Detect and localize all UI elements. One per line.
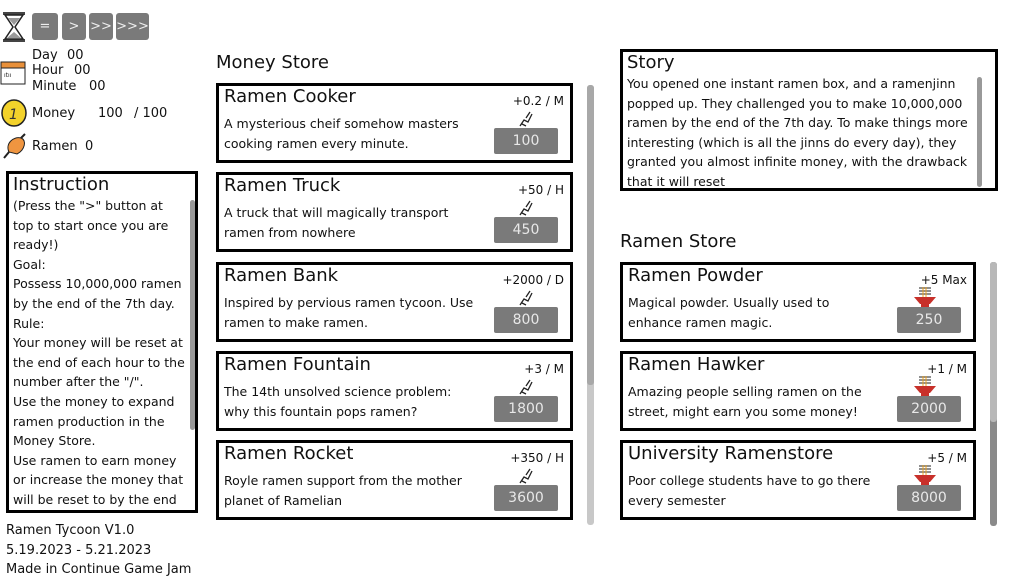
ramen-store-title: Ramen Store xyxy=(620,231,737,252)
instruction-line: Your money will be reset at the end of e… xyxy=(13,335,185,390)
fast-forward-button[interactable]: >> xyxy=(89,13,113,40)
item-rate: +3 / M xyxy=(524,362,564,376)
ramen-store-item-card: University Ramenstore +5 / M Poor colleg… xyxy=(620,440,976,520)
money-label: Money xyxy=(32,106,76,121)
day-label: Day xyxy=(32,48,58,63)
minute-value: 00 xyxy=(89,79,106,94)
pause-button[interactable]: = xyxy=(32,13,58,40)
money-max: / 100 xyxy=(134,106,168,121)
story-text: You opened one instant ramen box, and a … xyxy=(627,76,968,189)
item-description: Amazing people selling ramen on the stre… xyxy=(628,384,862,419)
chef-icon xyxy=(516,110,536,128)
hourglass-icon xyxy=(3,12,25,42)
hour-label: Hour xyxy=(32,63,64,78)
story-title: Story xyxy=(627,52,675,73)
buy-button[interactable]: 250 xyxy=(897,307,961,333)
item-description: Magical powder. Usually used to enhance … xyxy=(628,295,830,330)
instruction-line: Use ramen to earn money or increase the … xyxy=(13,452,184,507)
chef-icon xyxy=(516,467,536,485)
buy-button[interactable]: 3600 xyxy=(494,485,558,511)
calendar-icon: ıtıı xyxy=(0,61,26,85)
instruction-line: Rule: xyxy=(13,315,45,331)
ramen-bowl-icon xyxy=(913,376,937,398)
item-description: The 14th unsolved science problem: why t… xyxy=(224,384,452,419)
item-name: Ramen Rocket xyxy=(224,443,354,464)
ramen-store-scroll-thumb[interactable] xyxy=(990,262,997,422)
ramen-meat-icon xyxy=(3,133,26,159)
item-name: University Ramenstore xyxy=(628,443,834,464)
buy-button[interactable]: 450 xyxy=(494,217,558,243)
version-text: Ramen Tycoon V1.0 xyxy=(6,523,135,538)
coin-icon: 1 xyxy=(1,99,27,127)
item-description: Royle ramen support from the mother plan… xyxy=(224,473,462,508)
item-description: Poor college students have to go there e… xyxy=(628,473,871,508)
credit-text: Made in Continue Game Jam xyxy=(6,562,192,577)
instruction-line: Possess 10,000,000 ramen by the end of t… xyxy=(13,276,182,311)
item-name: Ramen Powder xyxy=(628,265,763,286)
hour-value: 00 xyxy=(74,63,91,78)
dates-text: 5.19.2023 - 5.21.2023 xyxy=(6,543,152,558)
buy-button[interactable]: 100 xyxy=(494,128,558,154)
money-store-item-card: Ramen Truck +50 / H A truck that will ma… xyxy=(216,172,573,252)
day-value: 00 xyxy=(67,48,84,63)
item-name: Ramen Truck xyxy=(224,175,341,196)
money-store-item-card: Ramen Rocket +350 / H Royle ramen suppor… xyxy=(216,440,573,520)
money-store-item-card: Ramen Bank +2000 / D Inspired by perviou… xyxy=(216,262,573,342)
item-description: A mysterious cheif somehow masters cooki… xyxy=(224,116,459,151)
story-scrollbar[interactable] xyxy=(977,77,982,187)
instruction-panel: Instruction (Press the ">" button at top… xyxy=(6,171,198,513)
instruction-line: Use the money to expand ramen production… xyxy=(13,393,175,449)
item-rate: +5 Max xyxy=(920,273,967,287)
buy-button[interactable]: 2000 xyxy=(897,396,961,422)
ramen-label: Ramen xyxy=(32,139,78,154)
item-rate: +5 / M xyxy=(927,451,967,465)
story-panel: Story You opened one instant ramen box, … xyxy=(620,49,998,191)
buy-button[interactable]: 1800 xyxy=(494,396,558,422)
money-store-item-card: Ramen Cooker +0.2 / M A mysterious cheif… xyxy=(216,83,573,163)
instruction-line: Goal: xyxy=(13,256,46,272)
buy-button[interactable]: 800 xyxy=(494,307,558,333)
buy-button[interactable]: 8000 xyxy=(897,485,961,511)
instruction-text: (Press the ">" button at top to start on… xyxy=(9,196,195,510)
ramen-bowl-icon xyxy=(913,287,937,309)
money-value: 100 xyxy=(98,106,123,121)
money-store-item-card: Ramen Fountain +3 / M The 14th unsolved … xyxy=(216,351,573,431)
instruction-scrollbar[interactable] xyxy=(190,200,195,430)
ramen-store-item-card: Ramen Hawker +1 / M Amazing people selli… xyxy=(620,351,976,431)
item-name: Ramen Bank xyxy=(224,265,339,286)
item-rate: +50 / H xyxy=(517,183,564,197)
chef-icon xyxy=(516,199,536,217)
item-description: Inspired by pervious ramen tycoon. Use r… xyxy=(224,295,474,330)
ramen-value: 0 xyxy=(85,139,94,154)
fastest-button[interactable]: >>> xyxy=(116,13,149,40)
item-description: A truck that will magically transport ra… xyxy=(224,205,449,240)
svg-text:ıtıı: ıtıı xyxy=(4,72,12,79)
item-name: Ramen Hawker xyxy=(628,354,765,375)
item-rate: +0.2 / M xyxy=(512,94,564,108)
item-rate: +350 / H xyxy=(510,451,564,465)
chef-icon xyxy=(516,378,536,396)
item-name: Ramen Cooker xyxy=(224,86,356,107)
minute-label: Minute xyxy=(32,79,77,94)
item-rate: +2000 / D xyxy=(502,273,564,287)
item-rate: +1 / M xyxy=(927,362,967,376)
instruction-title: Instruction xyxy=(13,174,110,195)
item-name: Ramen Fountain xyxy=(224,354,371,375)
chef-icon xyxy=(516,289,536,307)
svg-text:1: 1 xyxy=(9,107,18,123)
money-store-title: Money Store xyxy=(216,52,329,73)
instruction-line: (Press the ">" button at top to start on… xyxy=(13,198,169,253)
ramen-bowl-icon xyxy=(913,465,937,487)
play-button[interactable]: > xyxy=(62,13,86,40)
money-store-scroll-thumb[interactable] xyxy=(587,85,594,385)
ramen-store-item-card: Ramen Powder +5 Max Magical powder. Usua… xyxy=(620,262,976,342)
